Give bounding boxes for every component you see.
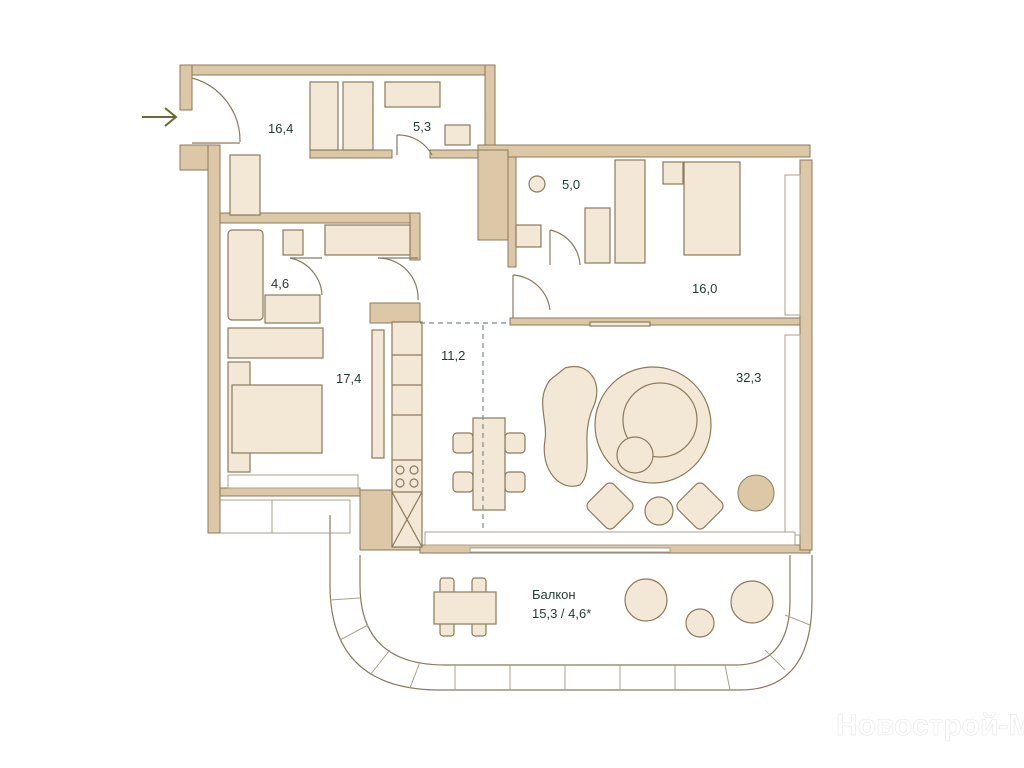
balcony-chair [624, 578, 668, 622]
arrow-right-icon [142, 107, 178, 127]
small-terrace [209, 499, 351, 534]
entry-door[interactable] [191, 77, 241, 144]
toilet [444, 124, 471, 146]
washer [342, 81, 374, 151]
chair [504, 432, 526, 454]
room-area-hall: 16,4 [268, 121, 293, 136]
toilet [515, 224, 542, 248]
chair [452, 471, 474, 493]
balcony-label: Балкон [532, 587, 576, 602]
side-table [644, 496, 674, 526]
side-table [616, 436, 654, 474]
room-area-bathroom-left: 4,6 [271, 276, 289, 291]
tv [589, 321, 651, 327]
wardrobe [614, 159, 646, 264]
balcony-side-table [685, 608, 715, 638]
plant-pot [737, 474, 775, 512]
sink [584, 207, 611, 264]
chair [504, 471, 526, 493]
room-labels: 16,4 5,3 5,0 16,0 4,6 17,4 11,2 32,3 Бал… [268, 119, 761, 621]
interior-doors [289, 134, 581, 318]
wardrobe [227, 327, 324, 359]
room-area-living: 32,3 [736, 370, 761, 385]
room-area-kitchen: 11,2 [441, 348, 465, 363]
windows [227, 174, 801, 553]
nightstand [662, 161, 684, 185]
balcony-deck-lines [329, 597, 811, 691]
room-area-bedroom-right: 16,0 [692, 281, 717, 296]
kitchen-counter [391, 321, 423, 548]
furniture [227, 81, 775, 638]
dining-table [472, 417, 506, 511]
bed [683, 161, 741, 256]
shower [528, 175, 546, 193]
wardrobe [229, 154, 261, 216]
balcony-table [433, 591, 497, 625]
room-area-bathroom-top: 5,3 [413, 119, 431, 134]
wardrobe [324, 224, 411, 256]
island [371, 329, 385, 459]
toilet [282, 229, 304, 256]
balcony-inner-rail [359, 555, 791, 666]
armchair [586, 482, 634, 530]
balcony-area: 15,3 / 4,6* [532, 606, 591, 621]
chair [452, 432, 474, 454]
room-area-bathroom-right: 5,0 [562, 177, 580, 192]
sofa [542, 365, 598, 487]
armchair [676, 482, 724, 530]
balcony [209, 499, 813, 691]
wardrobe [309, 81, 339, 151]
balcony-chair [730, 580, 774, 624]
bathtub [227, 229, 264, 321]
bed [231, 384, 323, 454]
walls [179, 64, 813, 554]
sink [264, 294, 321, 324]
room-area-bedroom-left: 17,4 [336, 371, 361, 386]
sink [384, 81, 441, 108]
balcony-outer-rail [329, 515, 813, 691]
watermark: Новострой-М [836, 709, 1024, 742]
